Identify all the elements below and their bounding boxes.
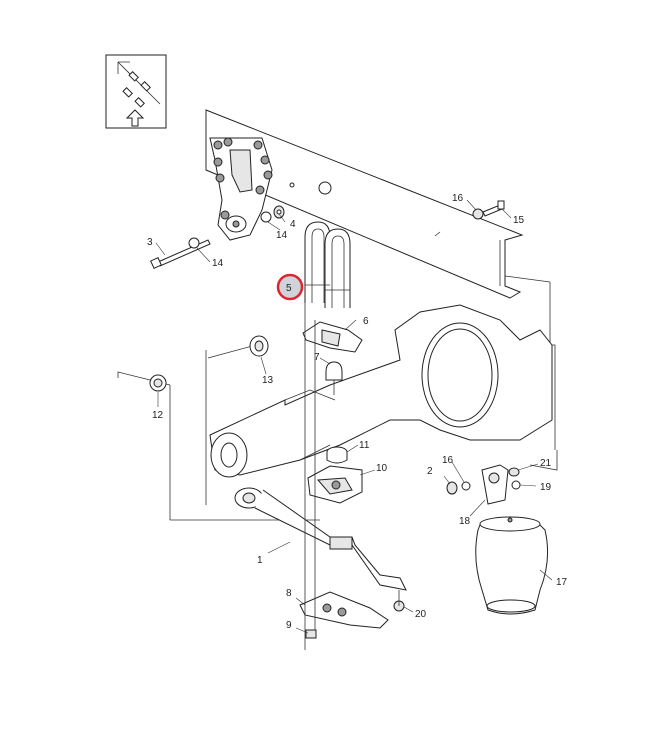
bracket-bolts — [213, 137, 273, 220]
callout-20[interactable]: 20 — [415, 609, 427, 620]
callout-18[interactable]: 18 — [459, 516, 471, 527]
callout-4[interactable]: 4 — [290, 219, 296, 230]
callout-14-upper[interactable]: 14 — [276, 230, 288, 241]
callout-15[interactable]: 15 — [513, 215, 525, 226]
callout-2[interactable]: 2 — [427, 466, 433, 477]
orientation-box — [105, 54, 167, 129]
callout-12[interactable]: 12 — [152, 410, 164, 421]
callout-19[interactable]: 19 — [540, 482, 552, 493]
spring-bracket — [209, 137, 273, 241]
part-3-bolt — [150, 239, 211, 269]
callout-labels: 1 2 3 4 5 6 7 8 9 10 11 12 13 14 14 15 1… — [147, 193, 568, 631]
part-12-nut — [149, 374, 167, 392]
callout-13[interactable]: 13 — [262, 375, 274, 386]
part-2-nut — [446, 481, 458, 495]
callout-21[interactable]: 21 — [540, 458, 552, 469]
part-1-leaf-spring — [234, 487, 407, 591]
callout-7[interactable]: 7 — [314, 352, 320, 363]
part-14-washer — [188, 211, 272, 249]
callout-5[interactable]: 5 — [286, 283, 292, 294]
part-8-lower-plate — [299, 591, 389, 629]
front-direction-arrow-icon — [117, 61, 161, 127]
callout-10[interactable]: 10 — [376, 463, 388, 474]
callout-6[interactable]: 6 — [363, 316, 369, 327]
part-16-15-bolt-nut — [472, 200, 505, 220]
part-13-bushing — [249, 335, 269, 357]
guide-lines — [304, 303, 400, 650]
callout-14-lower[interactable]: 14 — [212, 258, 224, 269]
callout-11[interactable]: 11 — [359, 440, 370, 451]
part-4-nut — [273, 205, 285, 219]
part-16-washer — [461, 481, 471, 491]
axle-housing — [209, 304, 553, 478]
callout-16-right[interactable]: 16 — [442, 455, 454, 466]
callout-8[interactable]: 8 — [286, 588, 292, 599]
leader-lines — [155, 199, 553, 634]
part-6-clamp-plate — [302, 321, 363, 353]
callout-3[interactable]: 3 — [147, 237, 153, 248]
part-7-bump-stop — [325, 361, 343, 381]
highlight-part-5[interactable] — [276, 273, 304, 301]
part-9-nut — [305, 629, 317, 639]
part-5-u-bolts — [304, 221, 351, 308]
part-21-19-fasteners — [508, 467, 521, 490]
part-11-spacer — [326, 446, 348, 464]
callout-1[interactable]: 1 — [257, 555, 263, 566]
part-10-spring-seat — [307, 465, 363, 504]
part-18-bracket — [481, 464, 509, 505]
callout-16-top[interactable]: 16 — [452, 193, 464, 204]
callout-9[interactable]: 9 — [286, 620, 292, 631]
part-17-air-bellow — [475, 516, 549, 615]
callout-17[interactable]: 17 — [556, 577, 568, 588]
